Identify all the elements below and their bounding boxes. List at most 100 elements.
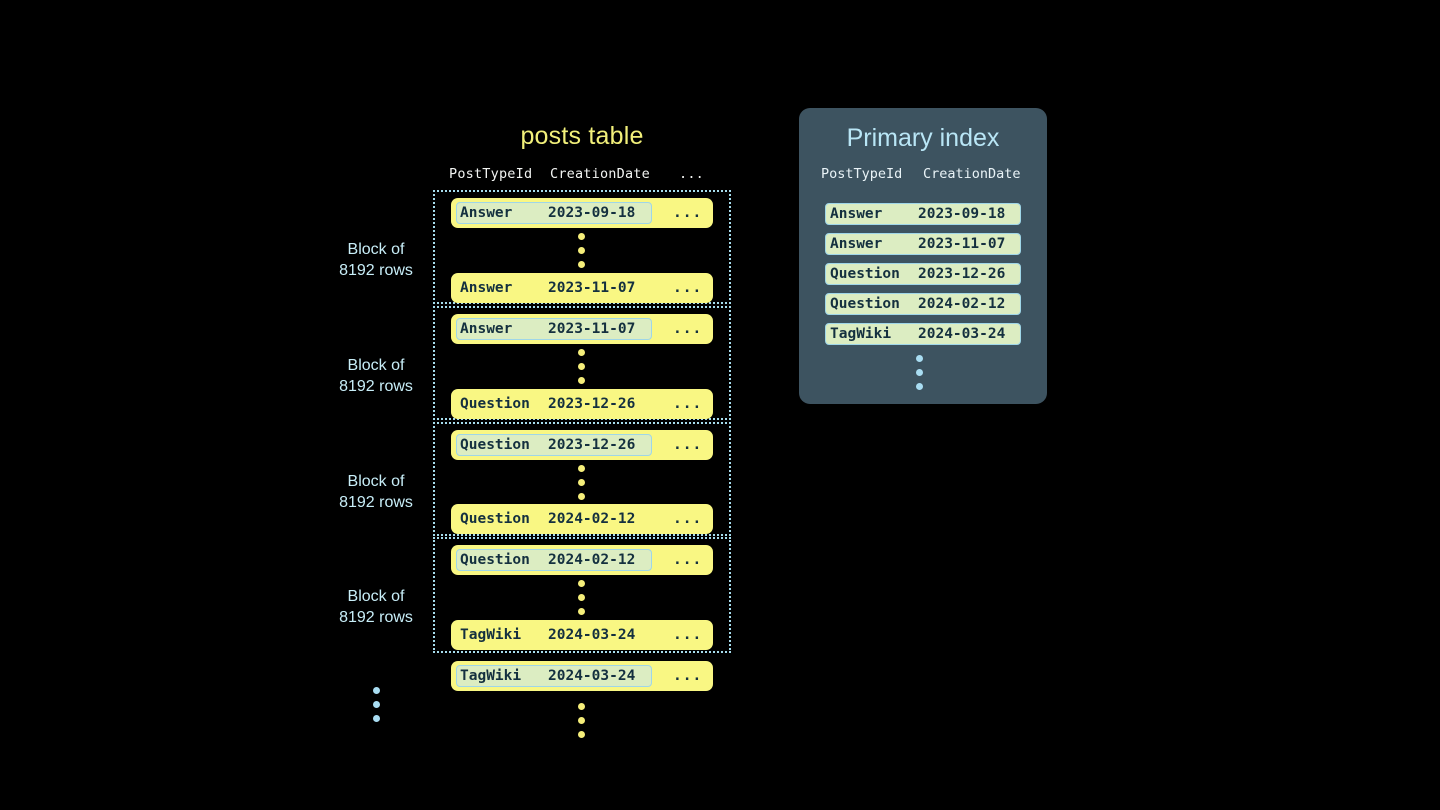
- row-ellipsis-vertical: [577, 349, 586, 384]
- row-ellipsis-vertical: [577, 465, 586, 500]
- ellipsis-dot: [578, 717, 585, 724]
- cell-posttypeid: Answer: [460, 321, 513, 337]
- block-label-line2: 8192 rows: [339, 378, 413, 395]
- block-label-3: Block of 8192 rows: [301, 471, 451, 513]
- block-label-line2: 8192 rows: [339, 494, 413, 511]
- ellipsis-dot: [916, 369, 923, 376]
- table-row: Question 2023-12-26 ...: [451, 430, 713, 460]
- cell-creationdate: 2024-03-24: [548, 627, 636, 643]
- ellipsis-dot: [578, 377, 585, 384]
- cell-ellipsis: ...: [673, 511, 703, 527]
- table-row: Question 2024-02-12 ...: [451, 545, 713, 575]
- key-columns-highlight: [456, 549, 652, 571]
- column-header-posttypeid: PostTypeId: [449, 166, 533, 182]
- table-row-trailing: TagWiki 2024-03-24 ...: [451, 661, 713, 691]
- cell-creationdate: 2023-12-26: [918, 266, 1006, 282]
- cell-ellipsis: ...: [673, 437, 703, 453]
- key-columns-highlight: [456, 434, 652, 456]
- cell-posttypeid: Answer: [460, 205, 513, 221]
- ellipsis-dot: [916, 383, 923, 390]
- table-row-cells: Question 2024-02-12 ...: [451, 545, 713, 575]
- table-row: Answer 2023-11-07 ...: [451, 273, 713, 303]
- cell-creationdate: 2023-12-26: [548, 437, 636, 453]
- cell-ellipsis: ...: [673, 205, 703, 221]
- ellipsis-dot: [578, 594, 585, 601]
- block-label-line1: Block of: [347, 241, 405, 258]
- primary-index-title: Primary index: [846, 124, 1000, 152]
- table-row-cells: Answer 2023-11-07 ...: [451, 273, 713, 303]
- row-ellipsis-vertical: [577, 580, 586, 615]
- ellipsis-dot: [578, 493, 585, 500]
- ellipsis-dot: [578, 479, 585, 486]
- table-continues-ellipsis: [577, 703, 586, 738]
- ellipsis-dot: [373, 687, 380, 694]
- ellipsis-dot: [373, 701, 380, 708]
- cell-creationdate: 2023-11-07: [918, 236, 1006, 252]
- row-ellipsis-vertical: [577, 233, 586, 268]
- table-row-cells: Question 2024-02-12 ...: [451, 504, 713, 534]
- ellipsis-dot: [578, 703, 585, 710]
- table-row: Answer 2023-11-07 ...: [451, 314, 713, 344]
- index-entry-row: Question 2023-12-26: [825, 263, 1021, 285]
- index-entry-row: TagWiki 2024-03-24: [825, 323, 1021, 345]
- block-label-2: Block of 8192 rows: [301, 355, 451, 397]
- table-row: Question 2023-12-26 ...: [451, 389, 713, 419]
- table-row-cells: TagWiki 2024-03-24 ...: [451, 661, 713, 691]
- block-label-4: Block of 8192 rows: [301, 586, 451, 628]
- ellipsis-dot: [578, 349, 585, 356]
- table-row: Question 2024-02-12 ...: [451, 504, 713, 534]
- cell-creationdate: 2024-02-12: [548, 511, 636, 527]
- cell-creationdate: 2024-03-24: [548, 668, 636, 684]
- block-outline-4: [433, 537, 731, 653]
- block-label-line2: 8192 rows: [339, 262, 413, 279]
- ellipsis-dot: [578, 608, 585, 615]
- cell-posttypeid: Answer: [830, 236, 883, 252]
- cell-creationdate: 2024-03-24: [918, 326, 1006, 342]
- table-row-cells: Answer 2023-09-18 ...: [451, 198, 713, 228]
- cell-posttypeid: Answer: [460, 280, 513, 296]
- table-row: Answer 2023-09-18 ...: [451, 198, 713, 228]
- block-outline-1: [433, 190, 731, 304]
- ellipsis-dot: [373, 715, 380, 722]
- index-continues-ellipsis: [915, 355, 924, 390]
- cell-posttypeid: Answer: [830, 206, 883, 222]
- block-label-1: Block of 8192 rows: [301, 239, 451, 281]
- primary-index-panel: Primary index PostTypeId CreationDate An…: [799, 108, 1047, 404]
- key-columns-highlight: [456, 665, 652, 687]
- cell-ellipsis: ...: [673, 552, 703, 568]
- cell-posttypeid: Question: [460, 552, 530, 568]
- cell-creationdate: 2024-02-12: [918, 296, 1006, 312]
- block-label-line1: Block of: [347, 357, 405, 374]
- block-label-line1: Block of: [347, 588, 405, 605]
- column-header-creationdate: CreationDate: [550, 166, 650, 182]
- block-label-line2: 8192 rows: [339, 609, 413, 626]
- blocks-continue-ellipsis: [372, 687, 381, 722]
- ellipsis-dot: [578, 731, 585, 738]
- cell-posttypeid: TagWiki: [460, 668, 522, 684]
- table-row: TagWiki 2024-03-24 ...: [451, 620, 713, 650]
- cell-creationdate: 2024-02-12: [548, 552, 636, 568]
- cell-creationdate: 2023-09-18: [548, 205, 636, 221]
- cell-posttypeid: TagWiki: [830, 326, 892, 342]
- table-row-cells: Answer 2023-11-07 ...: [451, 314, 713, 344]
- cell-ellipsis: ...: [673, 321, 703, 337]
- cell-creationdate: 2023-11-07: [548, 321, 636, 337]
- cell-posttypeid: Question: [460, 511, 530, 527]
- ellipsis-dot: [578, 233, 585, 240]
- cell-creationdate: 2023-12-26: [548, 396, 636, 412]
- column-header-ellipsis: ...: [679, 166, 704, 182]
- table-row-cells: Question 2023-12-26 ...: [451, 430, 713, 460]
- cell-ellipsis: ...: [673, 668, 703, 684]
- cell-posttypeid: Question: [460, 437, 530, 453]
- ellipsis-dot: [578, 580, 585, 587]
- cell-creationdate: 2023-09-18: [918, 206, 1006, 222]
- column-header-creationdate: CreationDate: [923, 166, 1021, 182]
- column-header-posttypeid: PostTypeId: [821, 166, 903, 182]
- key-columns-highlight: [456, 202, 652, 224]
- block-label-line1: Block of: [347, 473, 405, 490]
- block-outline-2: [433, 306, 731, 420]
- cell-posttypeid: TagWiki: [460, 627, 522, 643]
- cell-posttypeid: Question: [830, 296, 900, 312]
- ellipsis-dot: [578, 465, 585, 472]
